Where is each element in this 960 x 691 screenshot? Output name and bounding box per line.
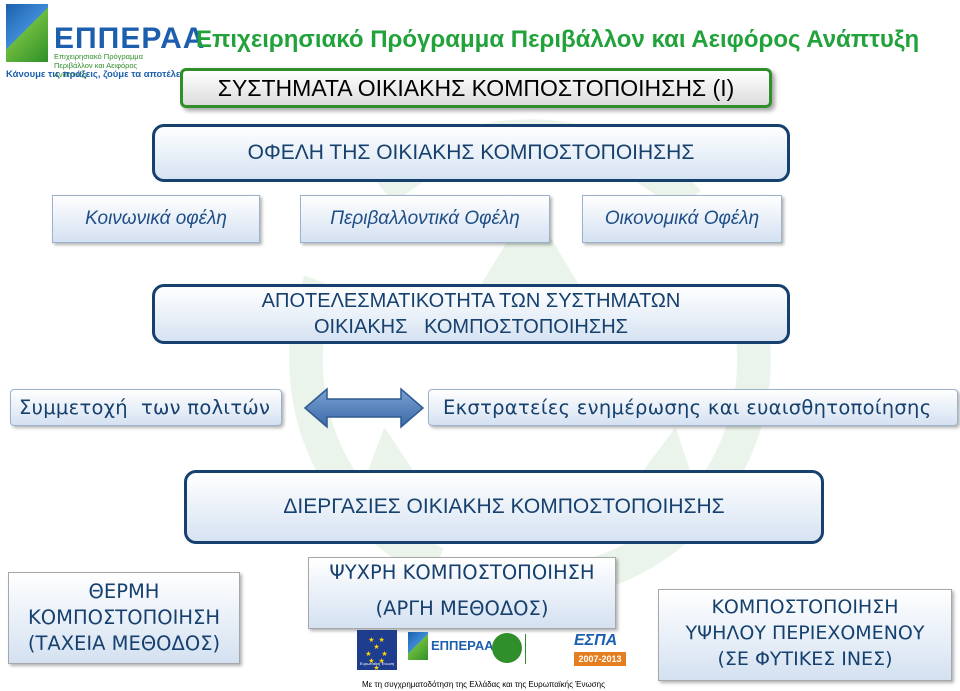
social-benefits-box: Κοινωνικά οφέλη [52,195,260,243]
economic-benefits-box: Οικονομικά Οφέλη [582,195,782,243]
hellenic-ministry-logo [492,630,558,670]
epperaa-small-logo: ΕΠΠΕΡΑΑ [408,630,478,670]
eu-flag-logo: ★ ★ ★★ ★★ ★ ★ Ευρωπαϊκή Ένωση [357,630,397,670]
high-fiber-line1: ΚΟΜΠΟΣΤΟΠΟΙΗΣΗ [659,594,951,620]
epperaa-small-mark-icon [408,632,428,660]
double-arrow-icon [303,386,425,430]
environmental-benefits-box: Περιβαλλοντικά Οφέλη [300,195,550,243]
eu-stars-icon: ★ ★ ★★ ★★ ★ ★ [364,637,390,659]
cold-composting-line1: ΨΥΧΡΗ ΚΟΜΠΟΣΤΟΠΟΙΗΣΗ [329,561,594,584]
espa-name: ΕΣΠΑ [574,632,617,650]
benefits-heading: ΟΦΕΛΗ ΤΗΣ ΟΙΚΙΑΚΗΣ ΚΟΜΠΟΣΤΟΠΟΙΗΣΗΣ [152,124,790,182]
effectiveness-heading: ΑΠΟΤΕΛΕΣΜΑΤΙΚΟΤΗΤΑ ΤΩΝ ΣΥΣΤΗΜΑΤΩΝ ΟΙΚΙΑΚ… [152,284,790,344]
epperaa-small-name: ΕΠΠΕΡΑΑ [431,638,494,653]
cold-composting-box: ΨΥΧΡΗ ΚΟΜΠΟΣΤΟΠΟΙΗΣΗ (ΑΡΓΗ ΜΕΘΟΔΟΣ) [308,557,616,629]
logo-slogan: Κάνουμε τις πράξεις, ζούμε τα αποτέλεσμα [6,69,199,80]
cofunding-caption: Με τη συγχρηματοδότηση της Ελλάδας και τ… [362,680,632,689]
high-fiber-line2: ΥΨΗΛΟΥ ΠΕΡΙΕΧΟΜΕΝΟΥ [659,620,951,646]
hot-composting-line1: ΘΕΡΜΗ [9,579,239,605]
espa-years: 2007-2013 [574,652,626,666]
processes-heading: ΔΙΕΡΓΑΣΙΕΣ ΟΙΚΙΑΚΗΣ ΚΟΜΠΟΣΤΟΠΟΙΗΣΗΣ [184,470,824,544]
hot-composting-box: ΘΕΡΜΗ ΚΟΜΠΟΣΤΟΠΟΙΗΣΗ (ΤΑΧΕΙΑ ΜΕΘΟΔΟΣ) [8,572,240,664]
ministry-seal-icon [492,633,522,663]
effectiveness-heading-line2: ΟΙΚΙΑΚΗΣ ΚΟΜΠΟΣΤΟΠΟΙΗΣΗΣ [262,314,681,340]
citizen-participation-box: Συμμετοχή των πολιτών [10,389,282,426]
epperaa-logo: ΕΠΠΕΡΑΑ Επιχειρησιακό Πρόγραμμα Περιβάλλ… [6,4,166,80]
effectiveness-heading-line1: ΑΠΟΤΕΛΕΣΜΑΤΙΚΟΤΗΤΑ ΤΩΝ ΣΥΣΤΗΜΑΤΩΝ [262,288,681,314]
hot-composting-line3: (ΤΑΧΕΙΑ ΜΕΘΟΔΟΣ) [9,631,239,657]
slide-title: ΣΥΣΤΗΜΑΤΑ ΟΙΚΙΑΚΗΣ ΚΟΜΠΟΣΤΟΠΟΙΗΣΗΣ (Ι) [180,68,772,108]
hot-composting-line2: ΚΟΜΠΟΣΤΟΠΟΙΗΣΗ [9,605,239,631]
high-fiber-composting-box: ΚΟΜΠΟΣΤΟΠΟΙΗΣΗ ΥΨΗΛΟΥ ΠΕΡΙΕΧΟΜΕΝΟΥ (ΣΕ Φ… [658,589,952,681]
logo-name: ΕΠΠΕΡΑΑ [54,22,205,56]
program-title: Επιχειρησιακό Πρόγραμμα Περιβάλλον και Α… [196,26,919,54]
espa-logo: ΕΣΠΑ 2007-2013 [566,630,628,670]
awareness-campaigns-box: Εκστρατείες ενημέρωσης και ευαισθητοποίη… [428,389,958,426]
funding-logos: ★ ★ ★★ ★★ ★ ★ Ευρωπαϊκή Ένωση ΕΠΠΕΡΑΑ ΕΣ… [352,630,632,672]
eu-label: Ευρωπαϊκή Ένωση [357,661,397,666]
high-fiber-line3: (ΣΕ ΦΥΤΙΚΕΣ ΙΝΕΣ) [659,646,951,672]
ministry-text-block [525,634,560,664]
logo-mark-icon [6,4,48,62]
cold-composting-line2: (ΑΡΓΗ ΜΕΘΟΔΟΣ) [309,596,615,622]
